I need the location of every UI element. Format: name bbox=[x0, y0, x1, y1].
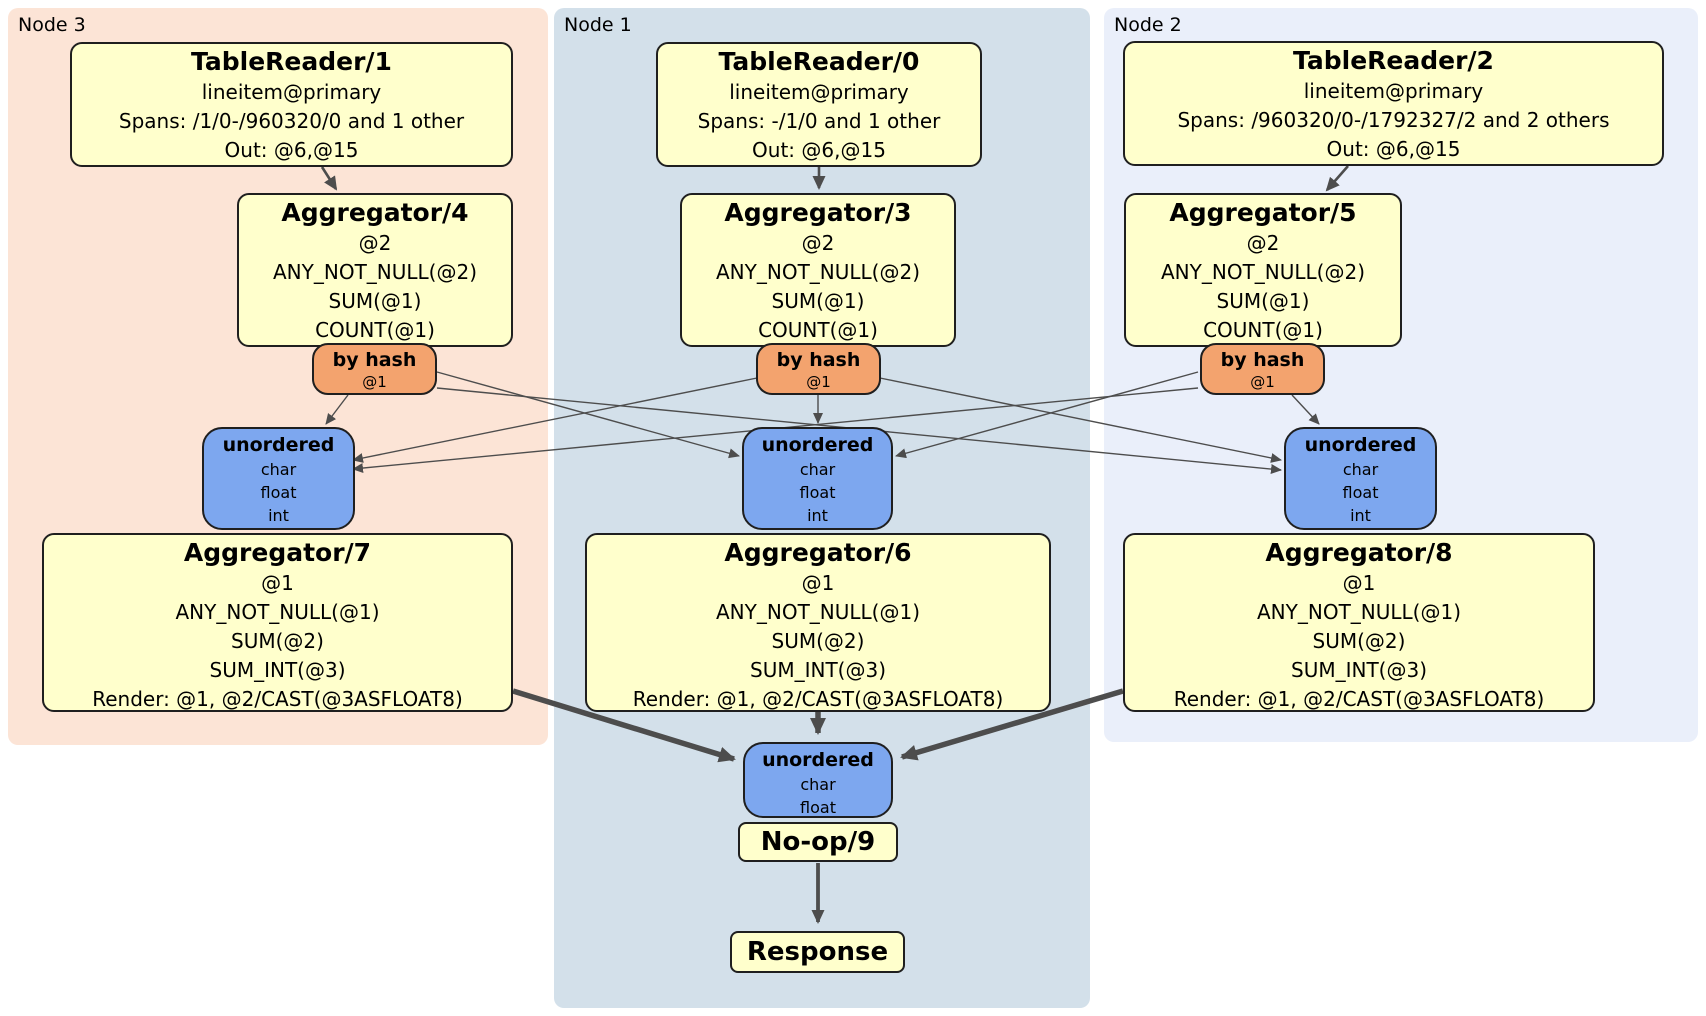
sync-type: char bbox=[800, 775, 836, 794]
node-line: @1 bbox=[261, 571, 294, 595]
node-title: No-op/9 bbox=[760, 827, 876, 857]
node-line: ANY_NOT_NULL(@1) bbox=[175, 600, 380, 624]
node-line: @2 bbox=[1246, 231, 1280, 255]
node-line: SUM(@1) bbox=[328, 289, 422, 313]
sync-type: int bbox=[268, 506, 289, 525]
node-line: ANY_NOT_NULL(@2) bbox=[273, 260, 477, 284]
node-line: SUM(@2) bbox=[231, 629, 324, 653]
node-line: Render: @1, @2/CAST(@3ASFLOAT8) bbox=[632, 687, 1004, 711]
node-line: @2 bbox=[358, 231, 392, 255]
node-line: SUM(@1) bbox=[1216, 289, 1310, 313]
node-aggregator-4: Aggregator/4 @2 ANY_NOT_NULL(@2) SUM(@1)… bbox=[237, 193, 513, 347]
node-title: TableReader/2 bbox=[1293, 46, 1494, 75]
node-aggregator-8: Aggregator/8 @1 ANY_NOT_NULL(@1) SUM(@2)… bbox=[1123, 533, 1595, 712]
sync-unordered-node2: unordered char float int bbox=[1284, 427, 1437, 530]
sync-title: unordered bbox=[1304, 434, 1417, 456]
node-line: lineitem@primary bbox=[201, 80, 382, 104]
node-line: Out: @6,@15 bbox=[1326, 137, 1461, 161]
node-line: SUM_INT(@3) bbox=[209, 658, 346, 682]
node-line: Render: @1, @2/CAST(@3ASFLOAT8) bbox=[92, 687, 463, 711]
node-response: Response bbox=[730, 931, 905, 973]
sync-unordered-final: unordered char float bbox=[743, 742, 893, 818]
node-title: Aggregator/7 bbox=[183, 538, 372, 567]
router-key: @1 bbox=[806, 373, 831, 391]
node-title: Response bbox=[746, 937, 889, 967]
node-line: @1 bbox=[1342, 571, 1376, 595]
node-aggregator-5: Aggregator/5 @2 ANY_NOT_NULL(@2) SUM(@1)… bbox=[1124, 193, 1402, 347]
node-line: SUM_INT(@3) bbox=[750, 658, 886, 682]
node-title: TableReader/1 bbox=[191, 47, 392, 76]
node-line: Spans: -/1/0 and 1 other bbox=[697, 109, 941, 133]
node-line: ANY_NOT_NULL(@2) bbox=[1161, 260, 1365, 284]
node-line: Spans: /960320/0-/1792327/2 and 2 others bbox=[1177, 108, 1610, 132]
node-tablereader-2: TableReader/2 lineitem@primary Spans: /9… bbox=[1123, 41, 1664, 166]
sync-title: unordered bbox=[761, 434, 874, 456]
node-line: SUM(@2) bbox=[771, 629, 865, 653]
node-aggregator-3: Aggregator/3 @2 ANY_NOT_NULL(@2) SUM(@1)… bbox=[680, 193, 956, 347]
node-tablereader-1: TableReader/1 lineitem@primary Spans: /1… bbox=[70, 42, 513, 167]
sync-type: float bbox=[260, 483, 297, 502]
sync-unordered-node1: unordered char float int bbox=[742, 427, 893, 530]
node-line: COUNT(@1) bbox=[758, 318, 878, 342]
node-title: Aggregator/6 bbox=[724, 538, 912, 567]
sync-type: char bbox=[1342, 460, 1379, 479]
router-title: by hash bbox=[332, 349, 417, 371]
panel-node3-label: Node 3 bbox=[18, 14, 86, 36]
sync-type: float bbox=[800, 798, 836, 817]
router-by-hash-node1: by hash @1 bbox=[756, 343, 881, 395]
node-title: Aggregator/4 bbox=[281, 198, 469, 227]
node-line: @2 bbox=[801, 231, 835, 255]
node-line: Render: @1, @2/CAST(@3ASFLOAT8) bbox=[1173, 687, 1545, 711]
node-title: Aggregator/5 bbox=[1169, 198, 1357, 227]
node-line: Spans: /1/0-/960320/0 and 1 other bbox=[118, 109, 465, 133]
sync-type: char bbox=[799, 460, 836, 479]
sync-title: unordered bbox=[762, 749, 874, 771]
node-line: lineitem@primary bbox=[729, 80, 909, 104]
node-line: lineitem@primary bbox=[1303, 79, 1484, 103]
node-line: COUNT(@1) bbox=[1203, 318, 1323, 342]
router-by-hash-node3: by hash @1 bbox=[312, 343, 437, 395]
sync-type: int bbox=[1350, 506, 1371, 525]
panel-node2-label: Node 2 bbox=[1114, 14, 1182, 36]
node-line: Out: @6,@15 bbox=[752, 138, 886, 162]
sync-unordered-node3: unordered char float int bbox=[202, 427, 355, 530]
node-title: Aggregator/3 bbox=[724, 198, 912, 227]
router-key: @1 bbox=[362, 373, 387, 391]
node-noop-9: No-op/9 bbox=[738, 822, 898, 862]
sync-title: unordered bbox=[222, 434, 335, 456]
node-line: ANY_NOT_NULL(@2) bbox=[716, 260, 920, 284]
node-line: @1 bbox=[801, 571, 835, 595]
node-aggregator-6: Aggregator/6 @1 ANY_NOT_NULL(@1) SUM(@2)… bbox=[585, 533, 1051, 712]
router-key: @1 bbox=[1250, 373, 1275, 391]
node-title: TableReader/0 bbox=[718, 47, 920, 76]
sync-type: float bbox=[799, 483, 836, 502]
node-line: SUM(@2) bbox=[1312, 629, 1406, 653]
node-line: ANY_NOT_NULL(@1) bbox=[1257, 600, 1461, 624]
router-title: by hash bbox=[1220, 349, 1305, 371]
node-aggregator-7: Aggregator/7 @1 ANY_NOT_NULL(@1) SUM(@2)… bbox=[42, 533, 513, 712]
sync-type: float bbox=[1342, 483, 1379, 502]
node-tablereader-0: TableReader/0 lineitem@primary Spans: -/… bbox=[656, 42, 982, 167]
node-line: COUNT(@1) bbox=[315, 318, 435, 342]
node-line: Out: @6,@15 bbox=[224, 138, 359, 162]
sync-type: char bbox=[260, 460, 297, 479]
router-by-hash-node2: by hash @1 bbox=[1200, 343, 1325, 395]
node-line: SUM_INT(@3) bbox=[1291, 658, 1427, 682]
sync-type: int bbox=[807, 506, 828, 525]
panel-node1-label: Node 1 bbox=[564, 14, 632, 36]
node-line: ANY_NOT_NULL(@1) bbox=[716, 600, 920, 624]
router-title: by hash bbox=[776, 349, 861, 371]
node-title: Aggregator/8 bbox=[1265, 538, 1453, 567]
node-line: SUM(@1) bbox=[771, 289, 865, 313]
